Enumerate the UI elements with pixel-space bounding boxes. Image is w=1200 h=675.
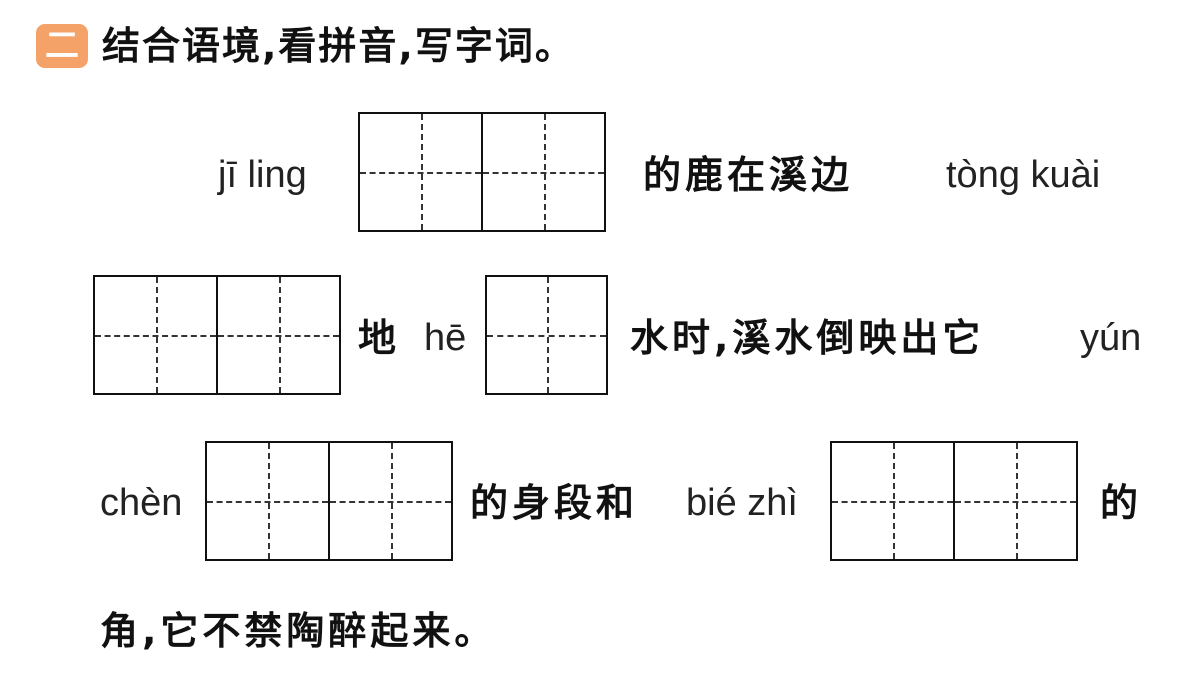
writing-cell[interactable] (953, 443, 1076, 559)
pinyin-chen: chèn (100, 482, 183, 524)
answer-box-jiling[interactable] (358, 112, 606, 232)
pinyin-yun: yún (1080, 317, 1142, 359)
pinyin-he: hē (424, 317, 467, 359)
text-segment-6: 角,它不禁陶醉起来。 (100, 609, 497, 653)
pinyin-jiling: jī ling (218, 154, 307, 196)
text-segment-1: 的鹿在溪边 (643, 153, 854, 197)
writing-cell[interactable] (360, 114, 481, 230)
pinyin-tongkuai: tòng kuài (946, 154, 1101, 196)
writing-cell[interactable] (207, 443, 328, 559)
text-segment-2: 地 (358, 316, 401, 360)
instruction-heading: 结合语境,看拼音,写字词。 (102, 24, 575, 68)
writing-cell[interactable] (95, 277, 216, 393)
text-segment-5: 的 (1100, 481, 1143, 525)
writing-cell[interactable] (328, 443, 451, 559)
writing-cell[interactable] (487, 277, 606, 393)
answer-box-tongkuai[interactable] (93, 275, 341, 395)
answer-box-he[interactable] (485, 275, 608, 395)
answer-box-yunchen[interactable] (205, 441, 453, 561)
text-segment-3: 水时,溪水倒映出它 (630, 316, 985, 360)
writing-cell[interactable] (832, 443, 953, 559)
answer-box-biezhi[interactable] (830, 441, 1078, 561)
writing-cell[interactable] (216, 277, 339, 393)
writing-cell[interactable] (481, 114, 604, 230)
text-segment-4: 的身段和 (470, 481, 639, 525)
pinyin-biezhi: bié zhì (686, 482, 798, 524)
section-badge: 二 (36, 24, 88, 68)
